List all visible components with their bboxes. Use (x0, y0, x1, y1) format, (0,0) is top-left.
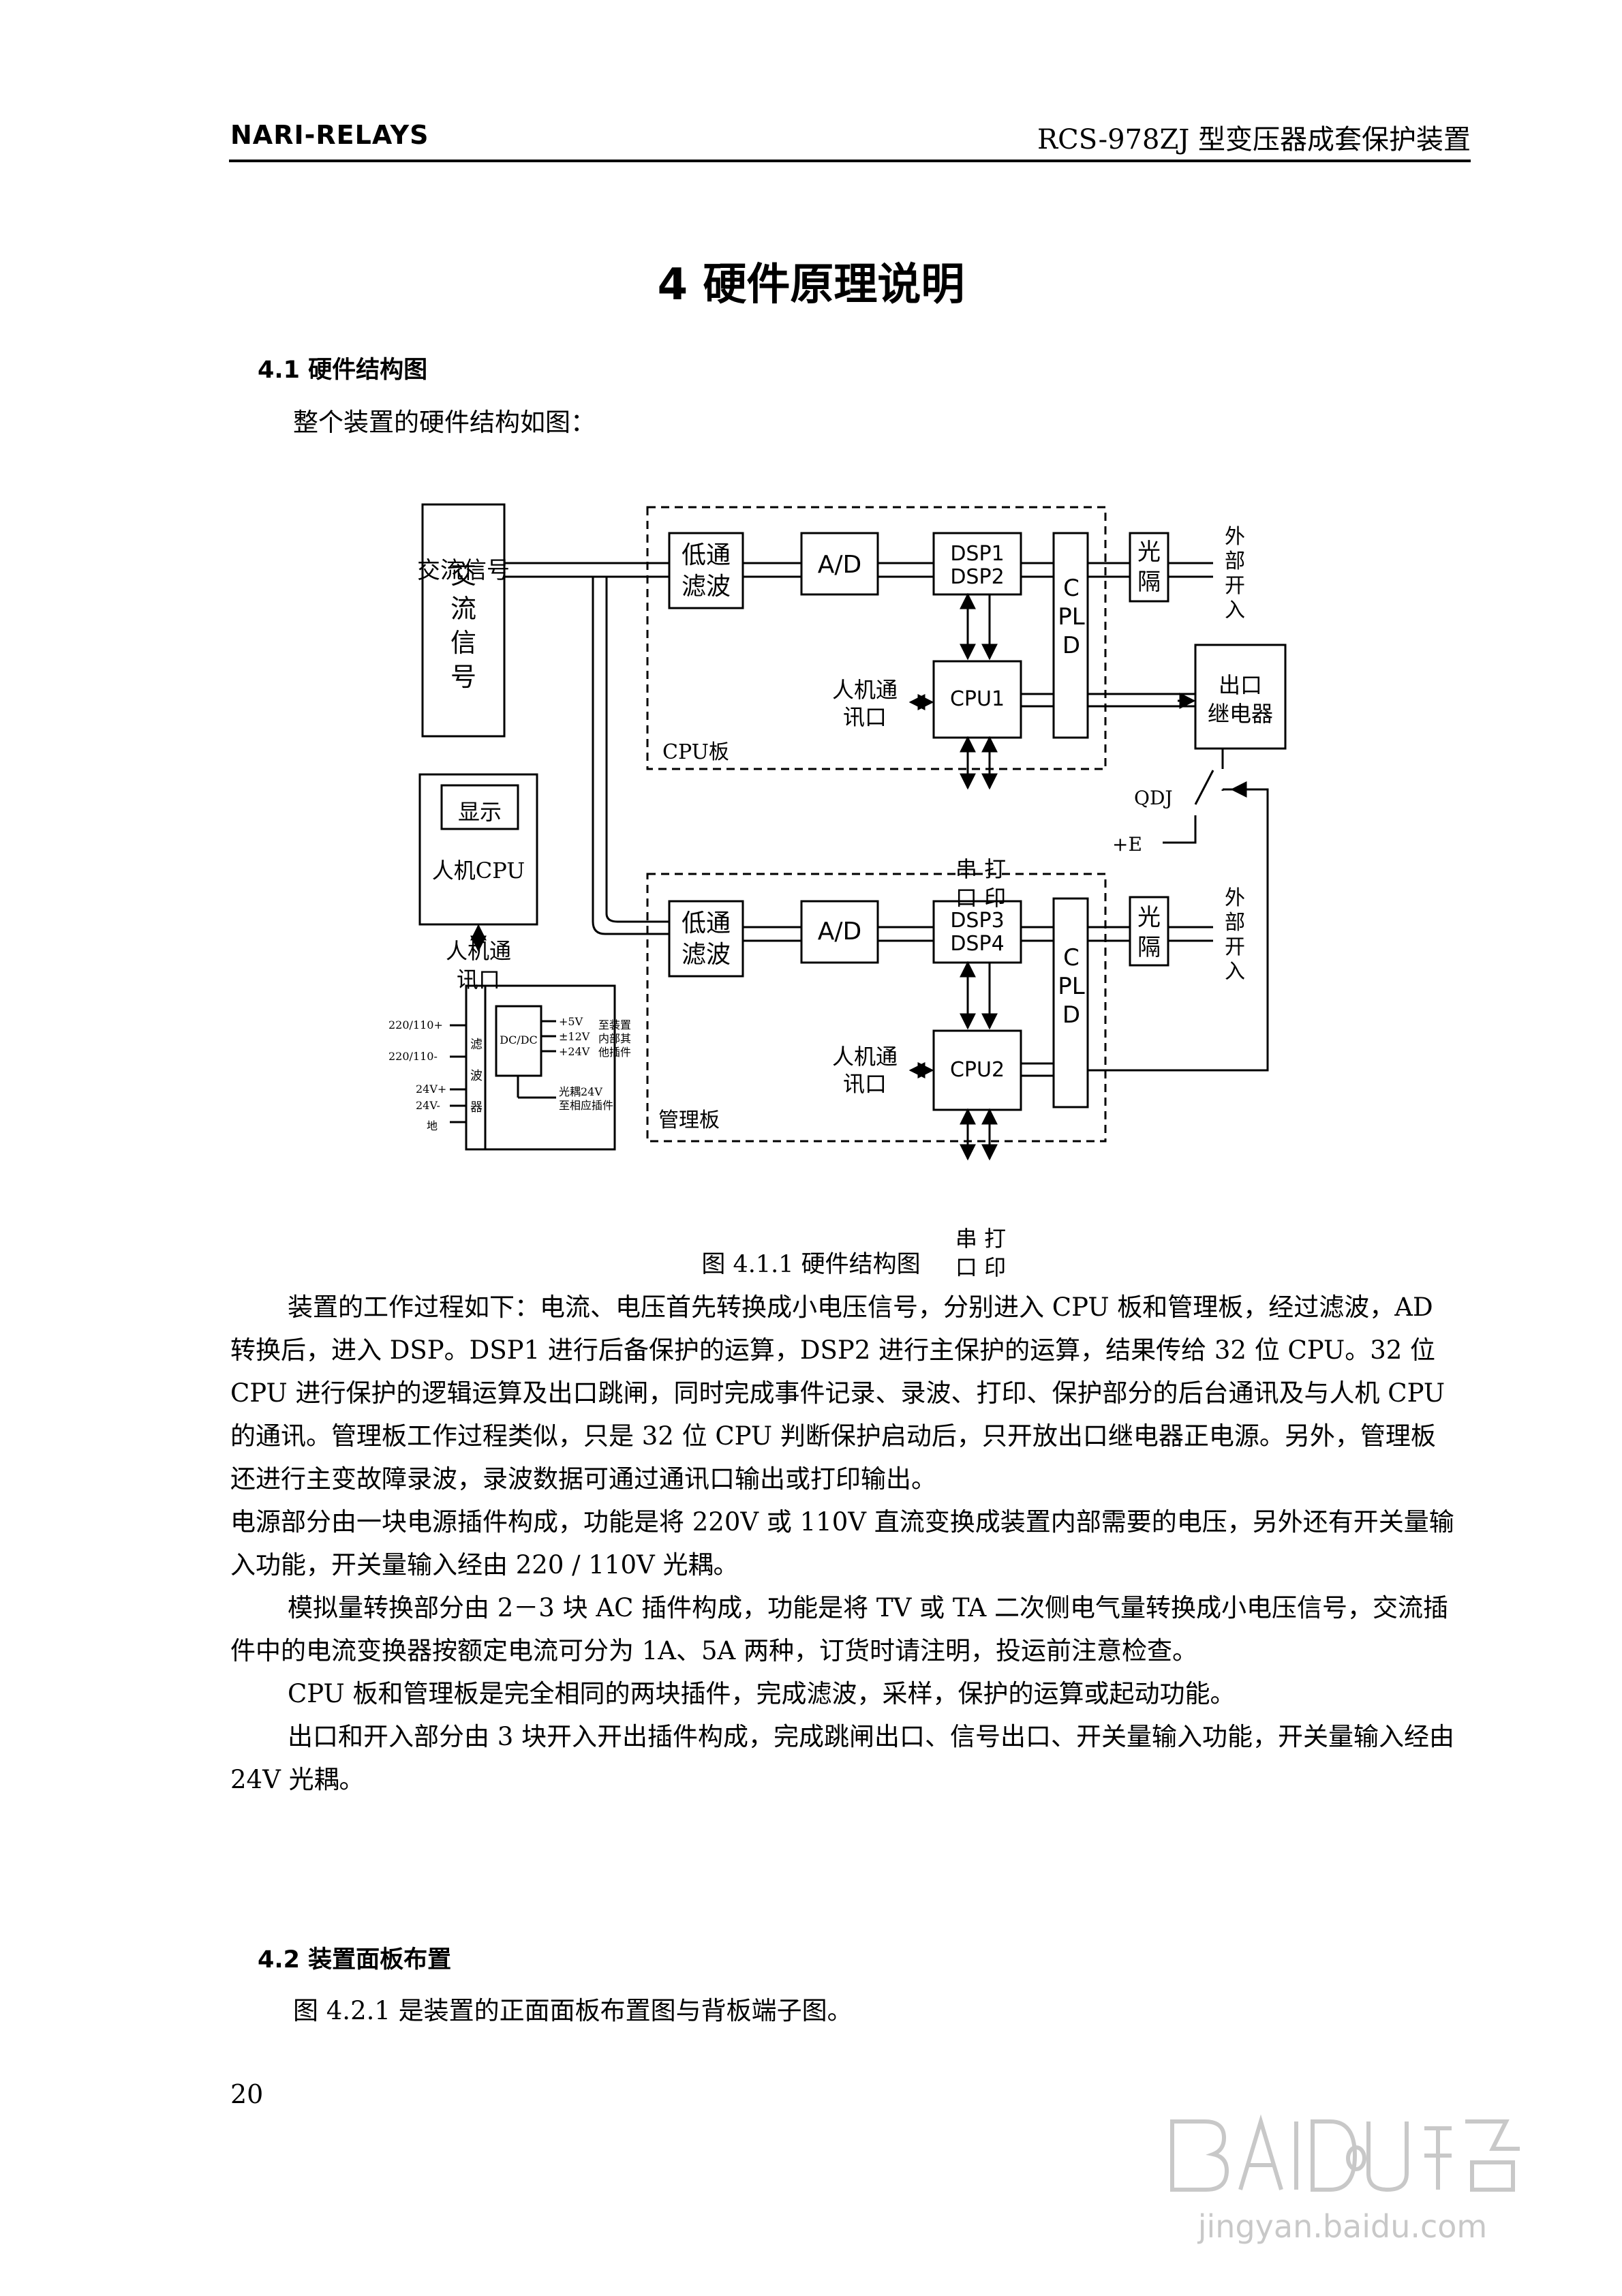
power-board-box (465, 984, 616, 1151)
cpu1-label: CPU1 (949, 687, 1005, 711)
cpu-ad-label: A/D (817, 551, 862, 579)
cpu2-label: CPU2 (949, 1058, 1005, 1082)
ac-signal-box (421, 503, 506, 738)
power-in-4: 24V- (416, 1099, 440, 1112)
mgmt-cpld-label: CPLD (1058, 944, 1085, 1029)
mgmt-board-label: 管理板 (658, 1108, 720, 1132)
cpu-cpld-label: CPLD (1058, 575, 1085, 659)
mgmt-opto-label: 光隔 (1137, 904, 1161, 961)
display-box (440, 784, 519, 830)
header-product-title: RCS-978ZJ 型变压器成套保护装置 (1037, 124, 1471, 155)
cpu-opto-label: 光隔 (1137, 539, 1161, 596)
mgmt-dsp-block (932, 900, 1022, 964)
header-divider (229, 160, 1471, 162)
section-intro-4-1: 整个装置的硬件结构如图： (293, 408, 596, 437)
display-label: 显示 (457, 799, 502, 825)
cpu-opto-isolator (1129, 532, 1169, 603)
mgmt-ext-input-label: 外部开入 (1225, 886, 1245, 984)
output-relay-label: 出口继电器 (1207, 672, 1273, 727)
cpu-board-label: CPU板 (662, 740, 729, 764)
mgmt-hmi-comm-label: 人机通讯口 (831, 1044, 898, 1097)
mgmt-lowpass-label: 低通滤波 (681, 909, 731, 969)
cpu-board-frame (646, 506, 1107, 770)
paragraph-1: 装置的工作过程如下：电流、电压首先转换成小电压信号，分别进入 CPU 板和管理板… (230, 1293, 1445, 1494)
chapter-title: 4 硬件原理说明 (657, 260, 965, 310)
power-in-5: 地 (427, 1119, 438, 1132)
paragraph-2: 电源部分由一块电源插件构成，功能是将 220V 或 110V 直流变换成装置内部… (230, 1507, 1454, 1580)
power-in-2: 220/110- (388, 1050, 438, 1063)
body-text: 装置的工作过程如下：电流、电压首先转换成小电压信号，分别进入 CPU 板和管理板… (230, 1286, 1457, 1801)
cpu-lowpass-filter (668, 532, 744, 609)
figure-caption: 图 4.1.1 硬件结构图 (701, 1251, 921, 1278)
hmi-comm-port-label: 人机通讯口 (445, 938, 511, 993)
cpu-serial-print-label: 串 打口 印 (955, 856, 1007, 911)
mgmt-serial-print-label: 串 打口 印 (955, 1226, 1007, 1280)
mgmt-ad-converter (800, 900, 879, 964)
mgmt-opto-isolator (1129, 896, 1169, 967)
power-in-1: 220/110+ (388, 1018, 443, 1031)
section-heading-4-2: 4.2 装置面板布置 (258, 1946, 452, 1974)
cpu-hmi-comm-label: 人机通讯口 (831, 677, 898, 730)
power-in-3: 24V+ (416, 1083, 447, 1096)
section-intro-4-2: 图 4.2.1 是装置的正面面板布置图与背板端子图。 (293, 1996, 853, 2025)
power-filter-label: 滤波器 (470, 1038, 483, 1115)
paragraph-4: CPU 板和管理板是完全相同的两块插件，完成滤波，采样，保护的运算或起动功能。 (288, 1679, 1236, 1708)
mgmt-lowpass-filter (668, 900, 744, 978)
ac-signal-label: 交流信号 (450, 560, 476, 692)
mgmt-ad-label: A/D (817, 918, 862, 946)
dcdc-label: DC/DC (500, 1033, 538, 1046)
hmi-cpu-label: 人机CPU (431, 858, 525, 883)
hardware-diagram: 交流信号 (417, 503, 1287, 1161)
qdj-label: QDJ (1134, 787, 1173, 809)
baidu-jingyan-watermark: jingyan.baidu.com (1152, 2094, 1533, 2251)
section-heading-4-1: 4.1 硬件结构图 (258, 357, 428, 384)
mgmt-board-frame (646, 873, 1107, 1143)
mgmt-cpld (1052, 897, 1089, 1108)
cpu-lowpass-label: 低通滤波 (681, 541, 731, 601)
power-note-1: 至装置内部其他插件 (598, 1018, 632, 1059)
power-outputs: +5V±12V+24V (559, 1015, 590, 1058)
ac-signal-label-1: 交流信号 (417, 557, 510, 584)
paragraph-5: 出口和开入部分由 3 块开入开出插件构成，完成跳闸出口、信号出口、开关量输入功能… (230, 1722, 1455, 1794)
page-number: 20 (230, 2079, 264, 2109)
header-brand: NARI-RELAYS (230, 120, 429, 150)
plus-e-label: +E (1112, 833, 1142, 856)
cpu-ext-input-label: 外部开入 (1225, 525, 1245, 622)
cpu-cpld (1052, 532, 1089, 739)
watermark-url: jingyan.baidu.com (1197, 2208, 1488, 2245)
paragraph-3: 模拟量转换部分由 2－3 块 AC 插件构成，功能是将 TV 或 TA 二次侧电… (230, 1593, 1448, 1665)
